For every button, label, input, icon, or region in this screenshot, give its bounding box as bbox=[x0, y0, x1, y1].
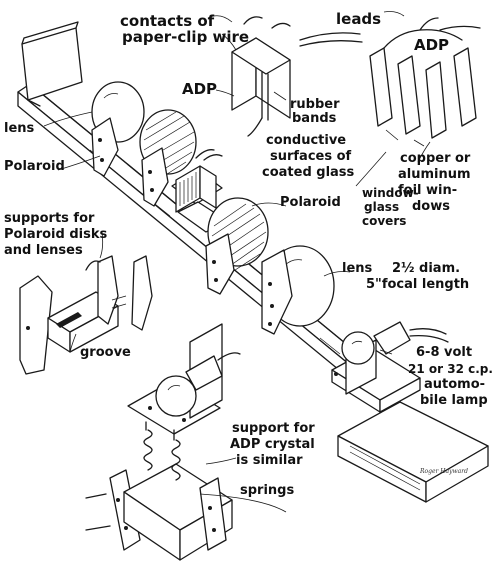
support-sketch bbox=[19, 255, 153, 375]
label-adp-crystal: ADP crystal bbox=[230, 437, 315, 452]
label-aluminum: aluminum bbox=[398, 167, 471, 182]
label-lens-left: lens bbox=[4, 121, 35, 136]
leader-lines bbox=[43, 11, 431, 513]
label-supports-for: supports for bbox=[4, 211, 95, 226]
polaroid-disk-center bbox=[205, 197, 269, 295]
lamp-mount-sketch bbox=[127, 323, 241, 435]
label-foil-win: foil win- bbox=[398, 183, 458, 198]
label-groove: groove bbox=[80, 345, 131, 360]
label-adp-right: ADP bbox=[414, 36, 450, 54]
label-leads: leads bbox=[336, 10, 382, 28]
label-support-for: support for bbox=[232, 421, 315, 436]
label-is-similar: is similar bbox=[236, 453, 303, 468]
label-contacts: contacts of bbox=[120, 12, 215, 30]
artist-signature: Roger Hayward bbox=[420, 468, 468, 475]
label-automo: automo- bbox=[424, 377, 486, 392]
label-polaroid-disks: Polaroid disks bbox=[4, 227, 108, 242]
label-candlepower: 21 or 32 c.p. bbox=[408, 362, 493, 376]
label-polaroid-mid: Polaroid bbox=[280, 195, 341, 210]
viewing-screen bbox=[21, 21, 83, 107]
label-volt: 6-8 volt bbox=[416, 345, 473, 360]
lamp-base-block bbox=[337, 401, 489, 503]
label-lens-right: lens bbox=[342, 261, 373, 276]
label-diam: 2½ diam. bbox=[392, 261, 461, 276]
label-dows: dows bbox=[412, 199, 450, 214]
label-covers: covers bbox=[362, 214, 407, 228]
label-bands: bands bbox=[292, 111, 337, 126]
label-copper-or: copper or bbox=[400, 151, 471, 166]
label-coated-glass: coated glass bbox=[262, 165, 355, 180]
adp-cell-exploded bbox=[231, 16, 291, 137]
label-surfaces-of: surfaces of bbox=[270, 149, 352, 164]
leads-wires bbox=[299, 25, 481, 47]
label-rubber: rubber bbox=[290, 97, 340, 112]
label-paper-clip-wire: paper-clip wire bbox=[122, 28, 250, 46]
polaroid-disk-left bbox=[139, 109, 197, 207]
label-adp-left: ADP bbox=[182, 80, 218, 98]
label-springs: springs bbox=[240, 483, 295, 498]
label-window: window- bbox=[362, 186, 419, 200]
lamp-housing bbox=[331, 321, 449, 413]
label-glass: glass bbox=[364, 200, 400, 214]
label-polaroid-left: Polaroid bbox=[4, 159, 65, 174]
label-conductive: conductive bbox=[266, 133, 347, 148]
springs-support-sketch bbox=[85, 421, 233, 561]
label-focal-length: 5"focal length bbox=[366, 277, 470, 292]
lens-right bbox=[261, 245, 335, 335]
label-and-lenses: and lenses bbox=[4, 243, 83, 258]
label-bile-lamp: bile lamp bbox=[420, 393, 488, 408]
adp-plates-exploded bbox=[369, 17, 477, 147]
